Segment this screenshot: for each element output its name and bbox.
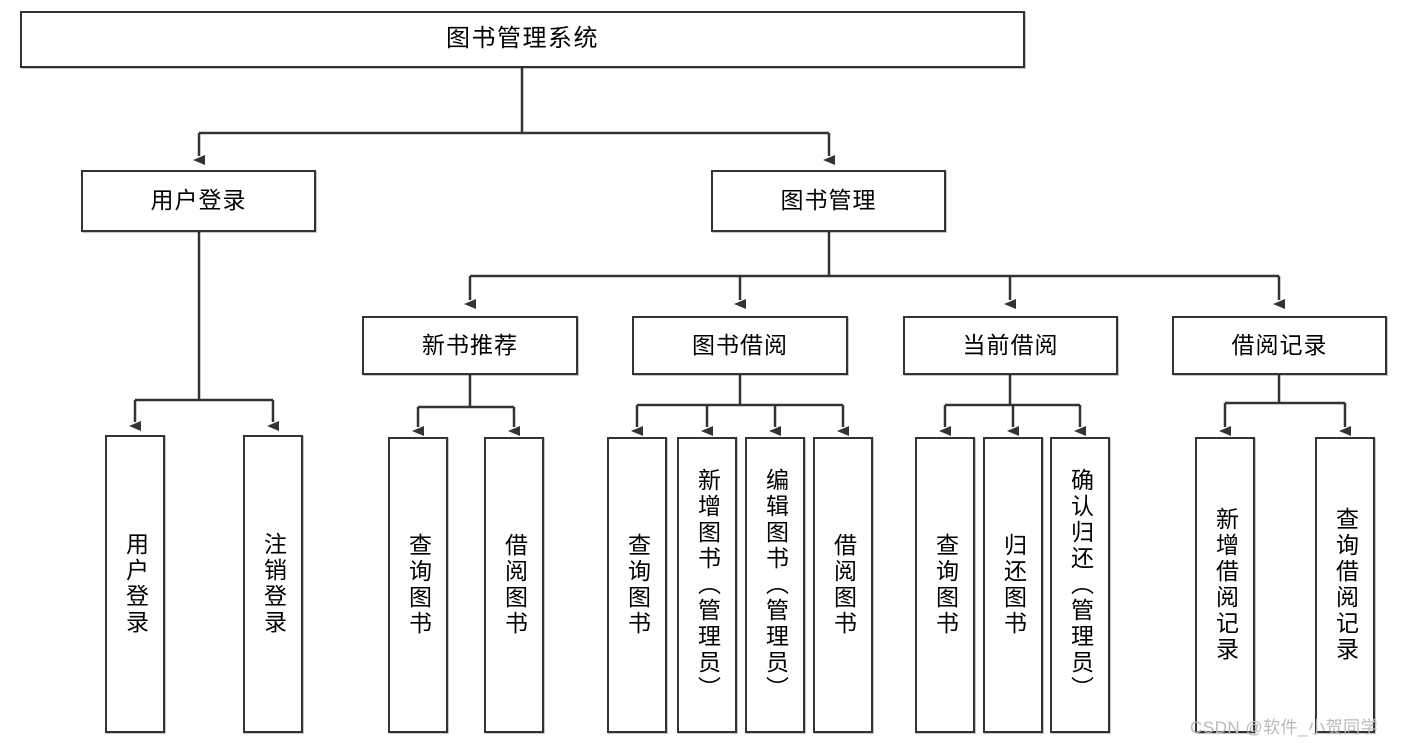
node-current-borrow[interactable]: 当前借阅 xyxy=(903,316,1118,375)
node-label: 图书管理系统 xyxy=(446,25,599,53)
node-label: 注销登录 xyxy=(260,532,287,636)
node-leaf-add-borrow-record[interactable]: 新增借阅记录 xyxy=(1195,437,1255,733)
node-label: 查询图书 xyxy=(624,533,651,637)
node-leaf-edit-book[interactable]: 编辑图书（管理员） xyxy=(745,437,805,733)
node-leaf-logout-login[interactable]: 注销登录 xyxy=(243,435,303,733)
node-label: 用户登录 xyxy=(150,187,247,214)
node-leaf-add-book[interactable]: 新增图书（管理员） xyxy=(677,437,737,733)
node-label: 图书借阅 xyxy=(692,331,788,358)
node-new-book-recommend[interactable]: 新书推荐 xyxy=(362,316,578,375)
node-book-management[interactable]: 图书管理 xyxy=(711,170,946,232)
csdn-watermark: CSDN @软件_小贺同学 xyxy=(1190,718,1379,737)
node-book-borrow[interactable]: 图书借阅 xyxy=(632,316,848,375)
node-leaf-return-book[interactable]: 归还图书 xyxy=(983,437,1043,733)
node-leaf-user-login[interactable]: 用户登录 xyxy=(105,435,165,733)
node-label: 当前借阅 xyxy=(962,331,1059,358)
node-borrow-record[interactable]: 借阅记录 xyxy=(1172,316,1387,375)
node-label: 查询图书 xyxy=(405,533,432,637)
node-label: 用户登录 xyxy=(122,532,149,636)
node-label: 新增借阅记录 xyxy=(1212,507,1239,663)
node-label: 归还图书 xyxy=(1000,533,1027,637)
node-label: 新书推荐 xyxy=(422,331,518,358)
node-book-management-system[interactable]: 图书管理系统 xyxy=(20,11,1025,68)
node-label: 编辑图书（管理员） xyxy=(762,468,789,702)
node-label: 查询借阅记录 xyxy=(1332,507,1359,663)
node-label: 查询图书 xyxy=(932,533,959,637)
node-leaf-borrow-book-1[interactable]: 借阅图书 xyxy=(484,437,544,733)
node-label: 借阅图书 xyxy=(501,533,528,637)
node-label: 借阅图书 xyxy=(830,533,857,637)
node-label: 新增图书（管理员） xyxy=(694,468,721,702)
node-leaf-query-book-2[interactable]: 查询图书 xyxy=(607,437,667,733)
node-user-login[interactable]: 用户登录 xyxy=(81,170,316,232)
node-leaf-borrow-book-2[interactable]: 借阅图书 xyxy=(813,437,873,733)
node-leaf-query-borrow-record[interactable]: 查询借阅记录 xyxy=(1315,437,1375,733)
node-label: 借阅记录 xyxy=(1231,331,1328,358)
node-leaf-query-book-3[interactable]: 查询图书 xyxy=(915,437,975,733)
node-label: 确认归还（管理员） xyxy=(1067,468,1094,702)
node-leaf-query-book-1[interactable]: 查询图书 xyxy=(388,437,448,733)
node-label: 图书管理 xyxy=(780,187,877,214)
node-leaf-confirm-return[interactable]: 确认归还（管理员） xyxy=(1050,437,1110,733)
